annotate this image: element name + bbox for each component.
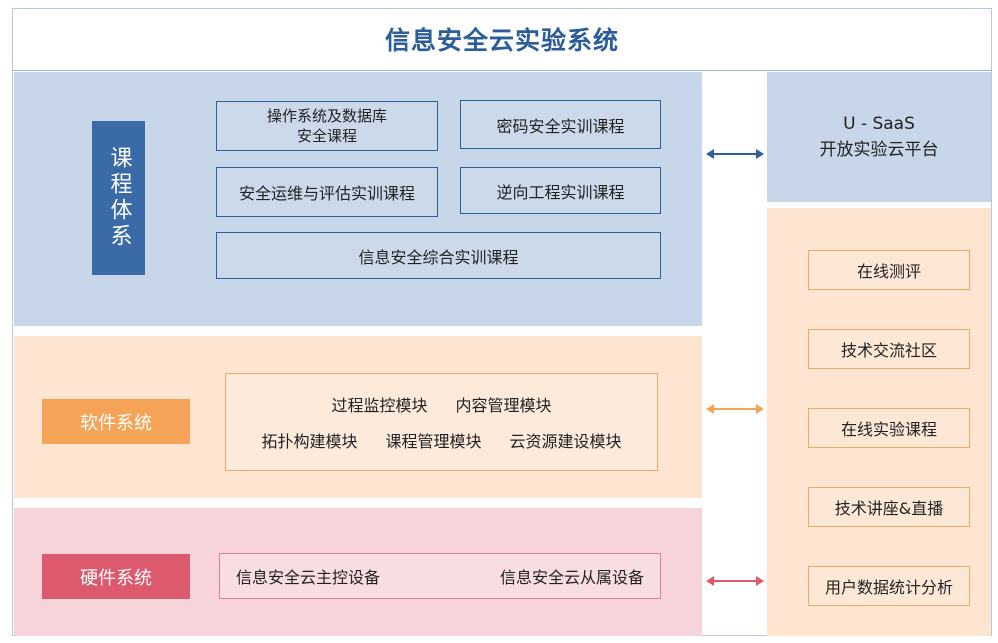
hardware-slave-device: 信息安全云从属设备 [499,568,644,587]
module-content-management: 内容管理模块 [455,396,552,415]
service-lecture-live: 技术讲座&直播 [808,487,970,527]
hardware-devices-box: 信息安全云主控设备 信息安全云从属设备 [219,553,661,599]
arrow-software-platform [706,401,764,417]
course-os-db-security: 操作系统及数据库 安全课程 [216,101,438,151]
platform-subtitle: 开放实验云平台 [819,140,939,160]
service-tech-community: 技术交流社区 [808,329,970,369]
software-modules-box: 过程监控模块 内容管理模块 拓扑构建模块 课程管理模块 云资源建设模块 [225,373,658,471]
course-crypto-security: 密码安全实训课程 [460,100,661,149]
platform-usaas: U - SaaS 开放实验云平台 [767,72,991,202]
service-online-lab-course: 在线实验课程 [808,408,970,448]
course-ops-assessment: 安全运维与评估实训课程 [216,167,438,217]
software-modules-row-2: 拓扑构建模块 课程管理模块 云资源建设模块 [226,428,657,452]
diagram-title: 信息安全云实验系统 [12,8,992,71]
module-process-monitor: 过程监控模块 [331,396,428,415]
course-reverse-engineering: 逆向工程实训课程 [460,167,661,214]
platform-name: U - SaaS [843,114,915,134]
hardware-system-label: 硬件系统 [42,554,190,599]
arrow-course-platform [706,146,764,162]
service-online-evaluation: 在线测评 [808,250,970,290]
course-comprehensive: 信息安全综合实训课程 [216,232,661,279]
software-modules-row-1: 过程监控模块 内容管理模块 [226,392,657,416]
arrow-hardware-platform [706,573,764,589]
module-course-management: 课程管理模块 [385,432,482,451]
module-cloud-resource: 云资源建设模块 [509,432,622,451]
course-system-label: 课程体系 [92,121,145,275]
software-system-label: 软件系统 [42,399,190,444]
module-topology-build: 拓扑构建模块 [261,432,358,451]
hardware-master-device: 信息安全云主控设备 [236,568,381,587]
service-user-statistics: 用户数据统计分析 [808,566,970,606]
